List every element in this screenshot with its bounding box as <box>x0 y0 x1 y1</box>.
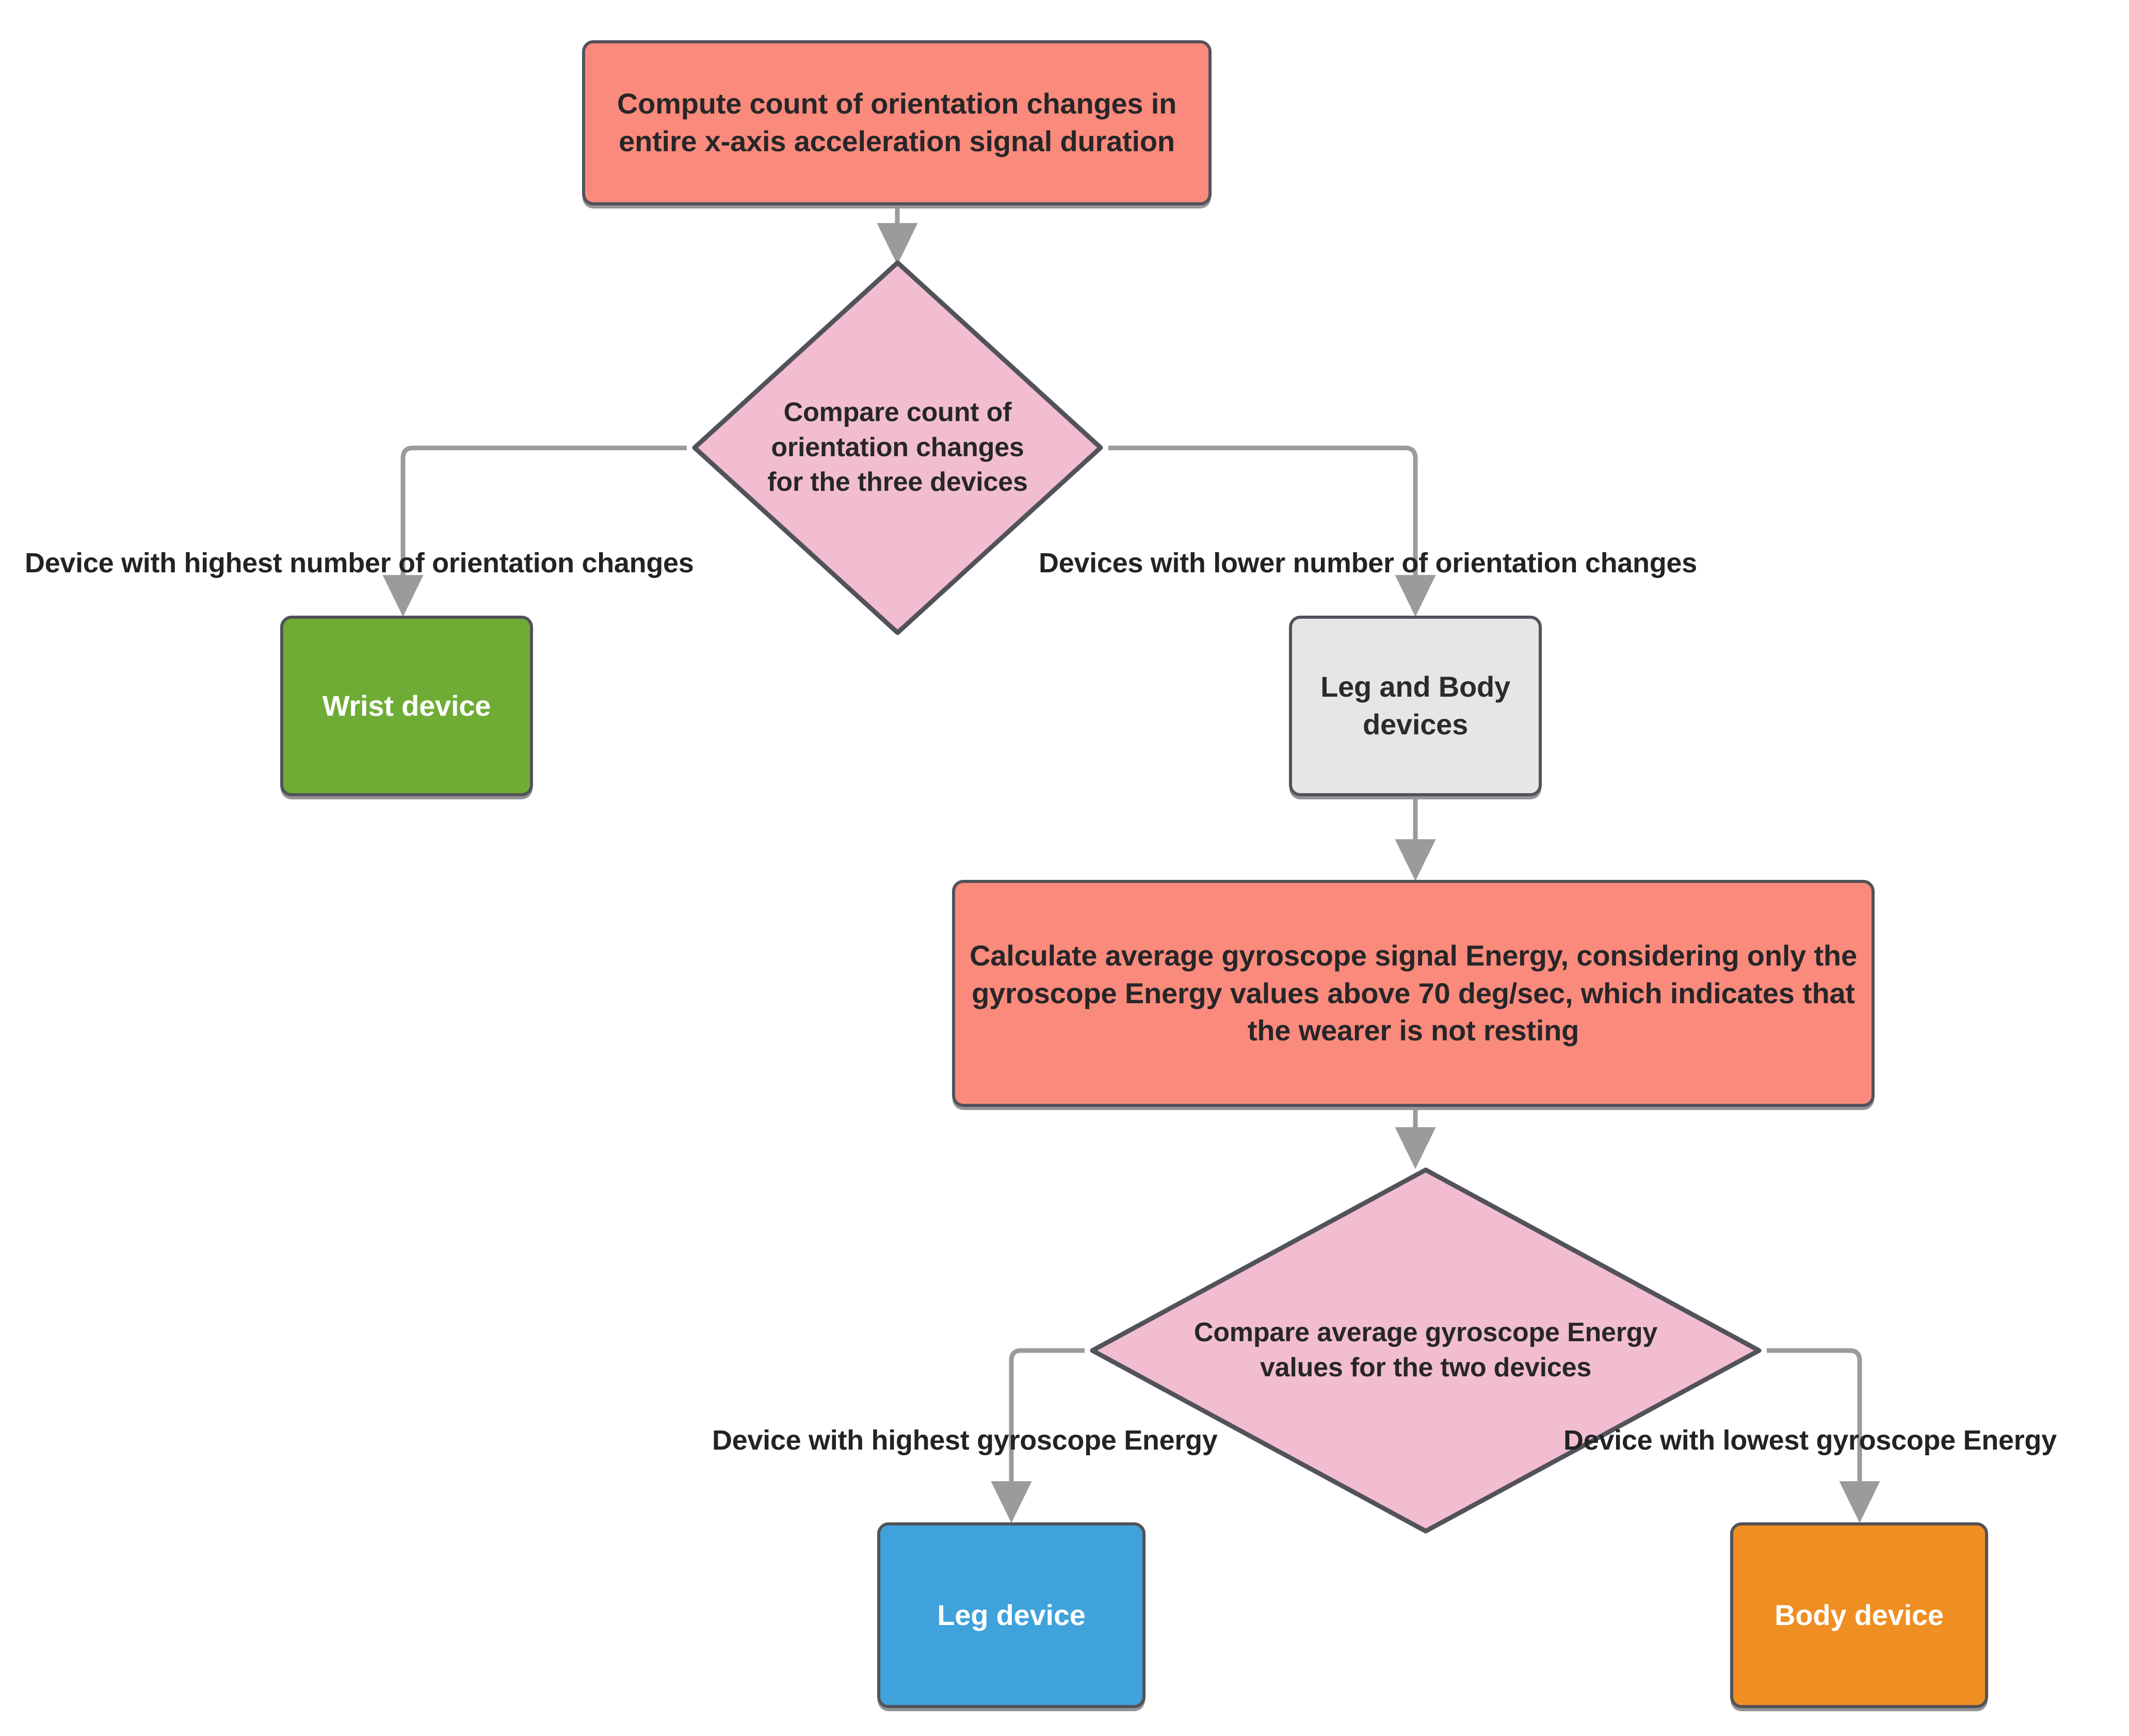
node-wrist-device-label: Wrist device <box>322 689 491 722</box>
node-compare-orientation-count[interactable]: Compare count of orientation changes for… <box>690 258 1105 637</box>
node-compare-gyroscope-energy-label: Compare average gyroscope Energy values … <box>1193 1317 1658 1383</box>
node-body-device[interactable]: Body device <box>1730 1522 1988 1708</box>
diamond-shape-icon <box>1090 1167 1762 1534</box>
edge-label-lowest-gyroscope-energy: Device with lowest gyroscope Energy <box>1563 1425 2057 1456</box>
node-leg-and-body-devices-label: Leg and Body devices <box>1320 670 1510 741</box>
node-compare-gyroscope-energy[interactable]: Compare average gyroscope Energy values … <box>1088 1165 1764 1536</box>
node-calculate-gyroscope-energy[interactable]: Calculate average gyroscope signal Energ… <box>952 880 1875 1107</box>
node-wrist-device[interactable]: Wrist device <box>280 616 533 796</box>
node-body-device-label: Body device <box>1775 1598 1944 1631</box>
node-compute-orientation-changes-label: Compute count of orientation changes in … <box>617 87 1177 157</box>
edge-label-highest-gyroscope-energy: Device with highest gyroscope Energy <box>712 1425 1218 1456</box>
edge-label-highest-orientation-changes: Device with highest number of orientatio… <box>25 548 694 578</box>
diamond-shape-icon <box>692 260 1103 635</box>
node-leg-and-body-devices[interactable]: Leg and Body devices <box>1289 616 1542 796</box>
node-calculate-gyroscope-energy-label: Calculate average gyroscope signal Energ… <box>970 939 1857 1047</box>
node-compare-orientation-count-label: Compare count of orientation changes for… <box>767 397 1028 497</box>
node-compute-orientation-changes[interactable]: Compute count of orientation changes in … <box>582 40 1212 205</box>
node-leg-device-label: Leg device <box>937 1598 1086 1631</box>
node-leg-device[interactable]: Leg device <box>877 1522 1146 1708</box>
edge-label-lower-orientation-changes: Devices with lower number of orientation… <box>1039 548 1697 578</box>
